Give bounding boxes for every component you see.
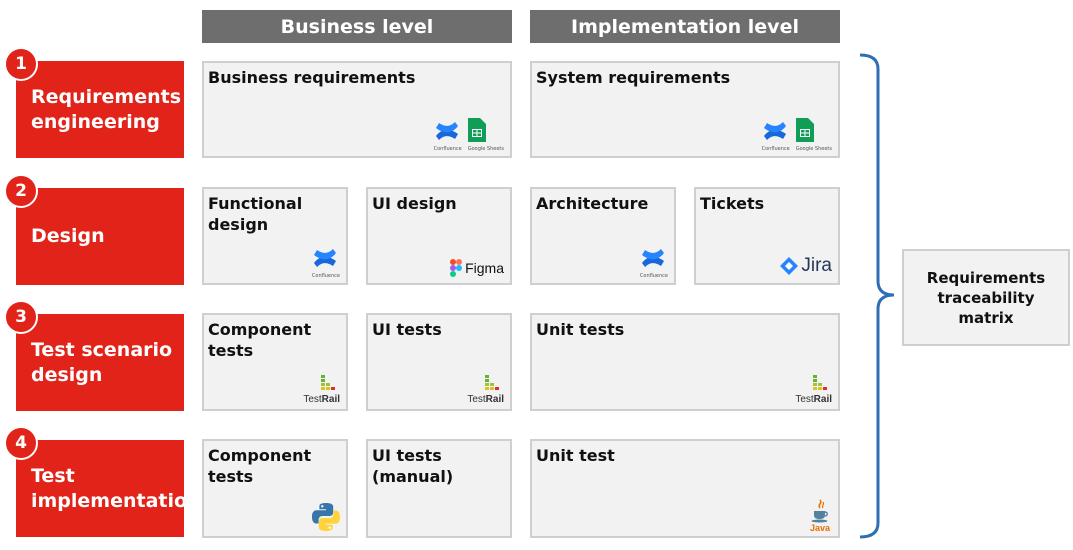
figma-icon (450, 259, 463, 277)
card-title: Tickets (700, 194, 765, 213)
card-title: Component tests (208, 446, 312, 486)
testrail-logo-text: TestRail (795, 394, 832, 405)
testrail-icon (485, 375, 499, 390)
card-logos: Confluence (312, 247, 340, 279)
card-component-tests: Component tests TestRail (202, 313, 348, 411)
stage-number-badge: 3 (4, 300, 38, 334)
google-sheets-icon: Google Sheets (467, 118, 504, 152)
card-title: Unit tests (536, 320, 625, 339)
card-logos: TestRail (795, 375, 832, 405)
card-unit-test: Unit test Java (530, 439, 840, 538)
confluence-icon: Confluence (640, 247, 668, 279)
stage-test-implementation: Test implementation (16, 440, 201, 537)
stage-label: Test scenario design (31, 338, 173, 386)
stage-label: Design (31, 225, 105, 247)
java-icon (811, 499, 828, 523)
confluence-caption: Confluence (311, 273, 340, 279)
card-title: Component tests (208, 320, 312, 360)
testrail-icon (321, 375, 335, 390)
traceability-bracket (859, 53, 895, 539)
confluence-icon: Confluence (312, 247, 340, 279)
business-level-header: Business level (202, 10, 512, 43)
card-system-requirements: System requirements Confluence Google Sh… (530, 61, 840, 158)
card-functional-design: Functional design Confluence (202, 187, 348, 285)
card-title: Unit test (536, 446, 615, 465)
java-logo-text: Java (809, 523, 830, 533)
stage-number-badge: 1 (4, 47, 38, 81)
google-sheets-icon: Google Sheets (795, 118, 832, 152)
card-logos: Confluence Google Sheets (434, 118, 504, 152)
stage-requirements-engineering: Requirements engineering (16, 61, 184, 158)
card-title: Business requirements (208, 68, 416, 87)
google-sheets-caption: Google Sheets (795, 146, 832, 152)
confluence-icon: Confluence (434, 120, 462, 152)
confluence-icon: Confluence (762, 120, 790, 152)
card-logos: Java (810, 499, 830, 533)
card-title: UI design (372, 194, 457, 213)
card-ui-tests: UI tests TestRail (366, 313, 512, 411)
implementation-level-header: Implementation level (530, 10, 840, 43)
testrail-logo-text: TestRail (467, 394, 504, 405)
card-title: UI tests (372, 320, 442, 339)
card-logos: Figma (450, 259, 504, 277)
card-architecture: Architecture Confluence (530, 187, 676, 285)
rtm-label: Requirements traceability matrix (926, 268, 1046, 327)
python-icon (312, 503, 340, 531)
testrail-logo-text: TestRail (303, 394, 340, 405)
confluence-caption: Confluence (433, 146, 462, 152)
card-logos: Jira (780, 255, 832, 277)
card-logos: TestRail (303, 375, 340, 405)
stage-label: Requirements engineering (31, 85, 182, 133)
stage-number-badge: 4 (4, 426, 38, 460)
card-ui-tests-manual: UI tests (manual) (366, 439, 512, 538)
confluence-caption: Confluence (639, 273, 668, 279)
stage-design: Design (16, 188, 184, 285)
card-component-tests-implementation: Component tests (202, 439, 348, 538)
jira-logo-text: Jira (801, 255, 832, 276)
card-business-requirements: Business requirements Confluence Google … (202, 61, 512, 158)
card-title: UI tests (manual) (372, 446, 454, 486)
card-logos: TestRail (467, 375, 504, 405)
figma-logo-text: Figma (465, 260, 504, 276)
jira-icon (780, 257, 799, 275)
card-logos: Confluence Google Sheets (762, 118, 832, 152)
card-logos: Confluence (640, 247, 668, 279)
card-logos (310, 501, 342, 533)
card-ui-design: UI design Figma (366, 187, 512, 285)
google-sheets-caption: Google Sheets (467, 146, 504, 152)
testrail-icon (813, 375, 827, 390)
card-title: Functional design (208, 194, 303, 234)
stage-test-scenario-design: Test scenario design (16, 314, 184, 411)
confluence-caption: Confluence (761, 146, 790, 152)
card-title: System requirements (536, 68, 731, 87)
stage-number-badge: 2 (4, 174, 38, 208)
card-title: Architecture (536, 194, 649, 213)
stage-label: Test implementation (31, 464, 201, 512)
card-unit-tests: Unit tests TestRail (530, 313, 840, 411)
card-tickets: Tickets Jira (694, 187, 840, 285)
requirements-traceability-matrix: Requirements traceability matrix (902, 249, 1070, 346)
